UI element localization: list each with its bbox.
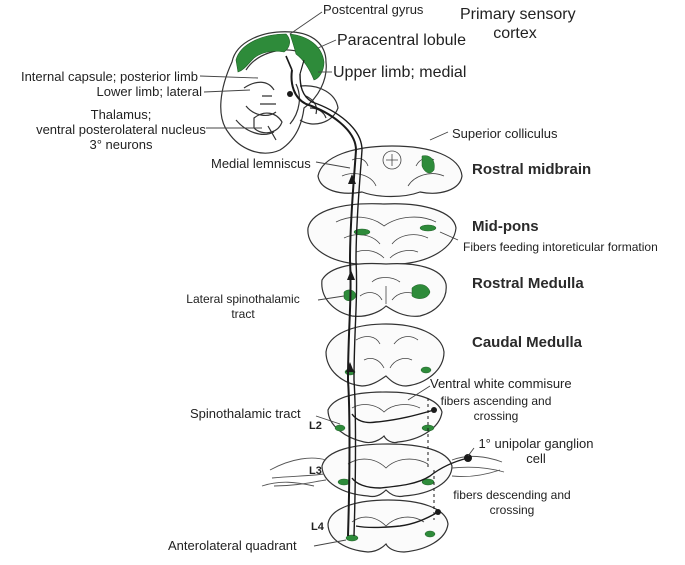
slice-details — [335, 150, 445, 527]
label-paracentral-lobule: Paracentral lobule — [337, 32, 466, 49]
label-primary-sensory-cortex-line1: Primary sensory — [460, 6, 576, 23]
label-fibers-descending-line2: crossing — [489, 503, 535, 517]
label-anterolateral-quadrant: Anterolateral quadrant — [168, 538, 297, 553]
slice-rostral-midbrain — [317, 145, 463, 198]
label-thalamus-line2: ventral posterolateral nucleus — [36, 122, 206, 137]
cortex-sensory-area — [235, 33, 325, 81]
label-level-l3: L3 — [309, 465, 322, 477]
slice-caudal-medulla — [325, 323, 445, 387]
label-unipolar-ganglion-line2: cell — [526, 451, 546, 466]
label-level-l4: L4 — [311, 521, 324, 533]
label-postcentral-gyrus: Postcentral gyrus — [323, 2, 424, 17]
label-caudal-medulla: Caudal Medulla — [472, 334, 583, 351]
label-fibers-feeding: Fibers feeding intoreticular formation — [463, 240, 658, 254]
label-rostral-midbrain: Rostral midbrain — [472, 161, 592, 178]
label-spinothalamic-tract: Spinothalamic tract — [190, 406, 301, 421]
label-fibers-ascending-line1: fibers ascending and — [440, 394, 552, 408]
label-primary-sensory-cortex: Primary sensory cortex — [460, 5, 576, 43]
label-upper-limb-medial: Upper limb; medial — [333, 64, 467, 81]
label-rostral-medulla: Rostral Medulla — [472, 275, 584, 292]
label-lateral-spinothalamic-line1: Lateral spinothalamic — [186, 292, 300, 306]
label-fibers-descending: fibers descending and crossing — [440, 488, 584, 518]
slice-l4 — [327, 499, 449, 553]
label-lateral-spinothalamic: Lateral spinothalamic tract — [170, 292, 316, 322]
label-primary-sensory-cortex-line2: cortex — [493, 25, 537, 42]
section-slices — [307, 145, 463, 553]
label-medial-lemniscus: Medial lemniscus — [211, 156, 311, 171]
ascending-pathway — [285, 55, 469, 537]
tract-highlights — [334, 155, 437, 542]
label-lower-limb-lateral: Lower limb; lateral — [96, 84, 203, 99]
slice-mid-pons — [307, 203, 457, 270]
leader-lines — [199, 11, 475, 547]
label-unipolar-ganglion-line1: 1° unipolar ganglion — [478, 436, 594, 451]
label-superior-colliculus: Superior colliculus — [452, 126, 558, 141]
label-fibers-ascending: fibers ascending and crossing — [430, 394, 562, 424]
label-lateral-spinothalamic-line2: tract — [231, 307, 255, 321]
dorsal-root-fibers — [261, 455, 505, 487]
label-level-l2: L2 — [309, 420, 322, 432]
label-fibers-ascending-line2: crossing — [473, 409, 519, 423]
label-internal-capsule: Internal capsule; posterior limb — [20, 69, 198, 84]
slice-l3 — [321, 443, 453, 498]
label-unipolar-ganglion: 1° unipolar ganglion cell — [470, 436, 602, 466]
label-fibers-descending-line1: fibers descending and — [453, 488, 571, 502]
label-thalamus-line3: 3° neurons — [89, 137, 153, 152]
slice-l2 — [327, 391, 443, 444]
label-ventral-white-commisure: Ventral white commisure — [430, 376, 572, 391]
label-thalamus-line1: Thalamus; — [90, 107, 152, 122]
pathway-markers — [287, 91, 472, 515]
label-mid-pons: Mid-pons — [472, 218, 539, 235]
label-thalamus: Thalamus; ventral posterolateral nucleus… — [36, 107, 206, 152]
